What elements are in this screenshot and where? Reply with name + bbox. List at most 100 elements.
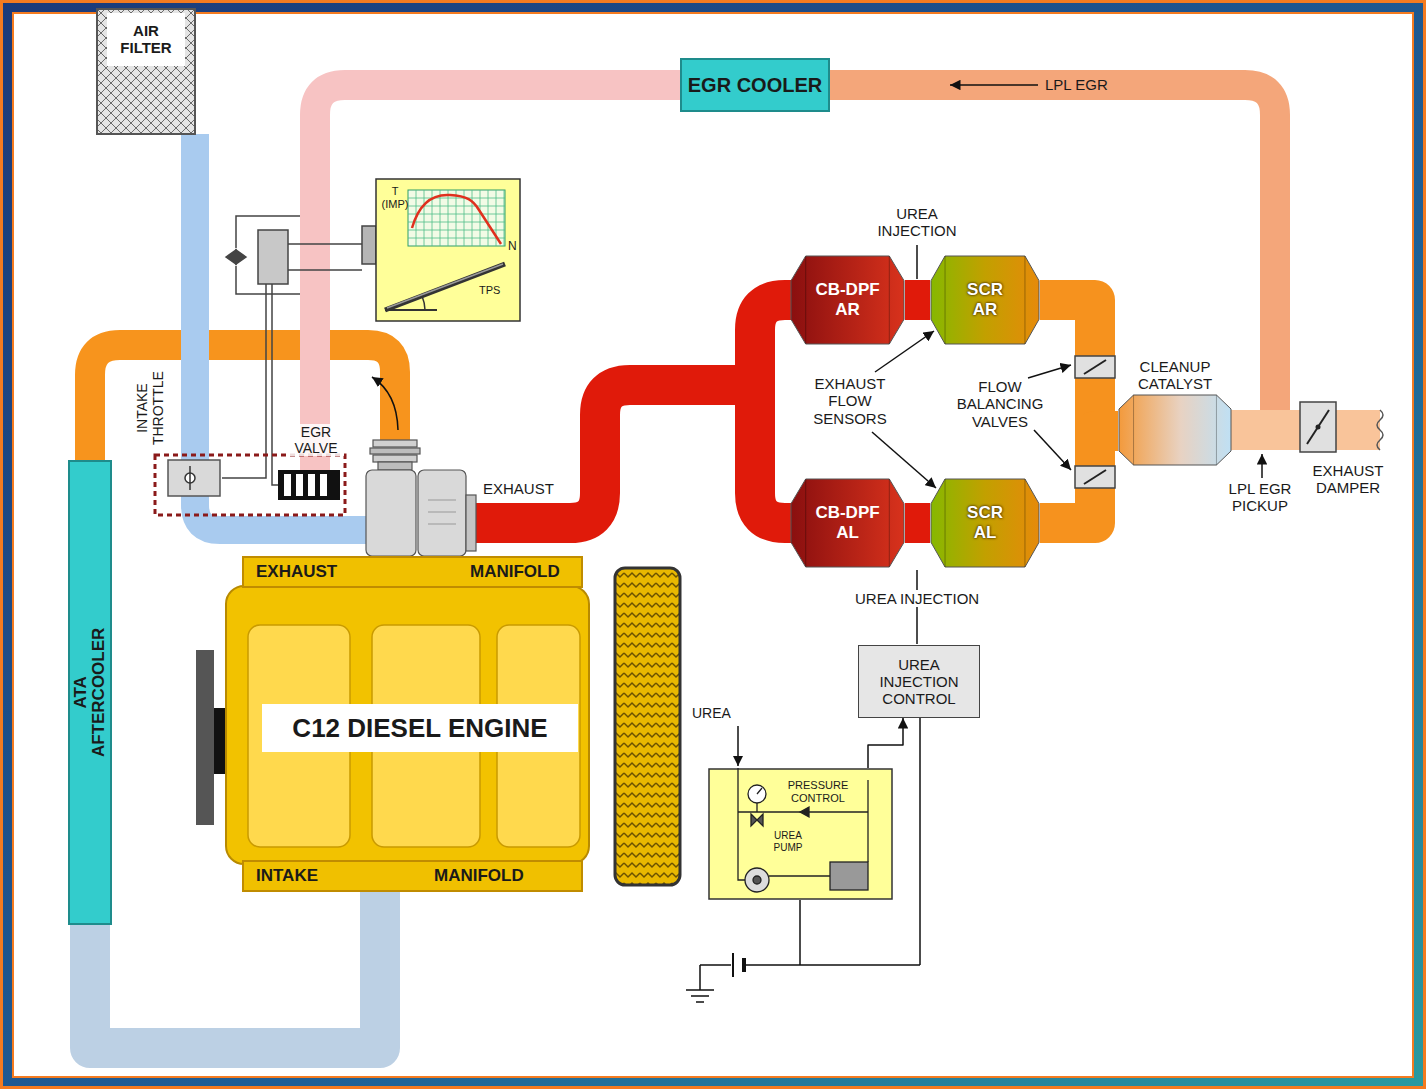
turbocharger — [366, 440, 476, 556]
dpf-box-shape — [791, 479, 904, 567]
leader-arrow — [950, 84, 1038, 86]
control-area-outline — [155, 455, 345, 515]
ata-aftercooler: ATA AFTERCOOLER — [68, 460, 112, 925]
urea-injection-line — [916, 245, 918, 644]
egr-valve — [278, 470, 340, 500]
exhaust-pipe — [474, 385, 755, 523]
flow-balancing-valve — [1075, 466, 1115, 488]
urea-pressure-unit-shape — [800, 807, 809, 817]
dpf-box-shape — [806, 256, 890, 344]
tailpipe — [1377, 410, 1383, 450]
throttle-label: INTAKE THROTTLE — [134, 367, 166, 449]
exhaust-manifold-text: EXHAUST — [256, 558, 337, 586]
leader-arrow — [737, 726, 739, 766]
throttle-map-chart-shape — [408, 190, 505, 246]
exhaust-manifold-text: MANIFOLD — [470, 558, 560, 586]
urea-pressure-unit-shape — [757, 788, 762, 812]
ata-aftercooler-text: ATA AFTERCOOLER — [72, 618, 109, 768]
scr-box-shape — [931, 479, 1039, 567]
scr-box: SCR AL — [930, 478, 1040, 568]
radiator-fan — [615, 568, 680, 885]
cleanup-catalyst: CLEANUP CATALYST — [1118, 358, 1232, 466]
scr-box-text: SCR AR — [961, 280, 1009, 319]
leader-arrow — [1034, 430, 1071, 470]
throttle-actuator — [226, 250, 236, 264]
turbocharger — [378, 462, 412, 470]
urea-pressure-unit-text: UREA PUMP — [768, 830, 808, 853]
egr-valve — [320, 474, 327, 496]
fresh-air-pipe — [195, 134, 368, 530]
turbocharger — [366, 470, 416, 556]
egr-return-pipe — [315, 85, 682, 472]
engine-block: C12 DIESEL ENGINE — [225, 585, 590, 865]
sensor-label: EXHAUST FLOW SENSORS — [805, 375, 895, 427]
intake-throttle-valve — [189, 466, 191, 490]
scr-box-shape — [945, 479, 1025, 567]
urea-pressure-unit-shape — [753, 876, 761, 884]
fresh-air-pipe — [195, 134, 368, 530]
charge-air-pipe — [90, 345, 395, 462]
throttle-actuator — [236, 250, 246, 264]
throttle-map-chart-shape — [412, 195, 501, 244]
urea-pressure-unit-shape — [830, 862, 868, 890]
battery-wiring — [686, 718, 920, 1002]
throttle-map-chart-text: TPS — [479, 284, 500, 297]
intake-throttle-valve — [168, 460, 220, 496]
scr-cleanup-pipe — [1040, 431, 1118, 523]
throttle-map-chart-shape — [385, 264, 505, 310]
egr-valve — [308, 474, 315, 496]
battery-wiring — [732, 953, 734, 977]
throttle-map-chart-text: N — [508, 240, 517, 254]
throttle-map-chart-shape — [387, 264, 503, 308]
urea-pressure-unit-shape — [867, 780, 868, 862]
control-area-outline — [155, 455, 345, 515]
intake-manifold-text: MANIFOLD — [434, 862, 524, 890]
engine-block-shape — [226, 586, 589, 864]
throttle-map-chart-shape — [422, 296, 425, 310]
dpf-box: CB-DPF AR — [790, 255, 905, 345]
leader-arrow — [1261, 454, 1263, 478]
throttle-actuator — [222, 216, 376, 485]
exhaust-manifold: EXHAUST MANIFOLD — [242, 556, 583, 588]
pickup-label: LPL EGR PICKUP — [1221, 480, 1299, 515]
urea-pressure-unit-shape — [745, 868, 769, 892]
dpf-box-shape — [806, 479, 890, 567]
urea-pressure-unit: PRESSURE CONTROLUREA PUMP — [708, 768, 893, 900]
throttle-map-chart: T (IMP)NTPS — [375, 178, 521, 322]
turbocharger — [418, 470, 466, 556]
charge-air-pipe — [90, 345, 395, 462]
exhaust-pipe — [755, 300, 792, 523]
radiator-fan — [615, 568, 680, 885]
intake-manifold-text: INTAKE — [256, 862, 318, 890]
cleanup-catalyst-shape — [1119, 395, 1231, 465]
scr-box-shape — [931, 256, 1039, 344]
exhaust-damper-valve — [1300, 402, 1336, 452]
dpf-scr-pipe — [905, 503, 930, 543]
turbocharger — [466, 495, 476, 551]
exhaust-damper-valve — [1300, 402, 1336, 452]
flow-label: LPL EGR — [1045, 76, 1108, 93]
intake-manifold: INTAKE MANIFOLD — [242, 860, 583, 892]
urea-pressure-unit-shape — [769, 875, 830, 876]
urea-pressure-unit-shape — [751, 814, 763, 826]
cleanup-catalyst-text: CLEANUP CATALYST — [1130, 358, 1220, 393]
valve-label: FLOW BALANCING VALVES — [950, 378, 1050, 430]
dpf-box-text: CB-DPF AR — [812, 280, 884, 319]
egr-valve — [284, 474, 291, 496]
flywheel — [196, 650, 214, 825]
exhaust-damper-valve — [1307, 410, 1329, 444]
air-filter-shape — [97, 9, 195, 134]
throttle-actuator — [222, 284, 266, 478]
leader-arrow — [1028, 365, 1071, 378]
damper-label: EXHAUST DAMPER — [1308, 462, 1388, 497]
scr-box: SCR AR — [930, 255, 1040, 345]
scr-box-text: SCR AL — [961, 503, 1009, 542]
egr-return-pipe — [315, 85, 1275, 472]
cleanup-catalyst-shape — [1134, 395, 1217, 465]
scr-box-shape — [945, 256, 1025, 344]
flow-balancing-valve — [1084, 470, 1106, 484]
urea-injection-line — [916, 245, 918, 279]
